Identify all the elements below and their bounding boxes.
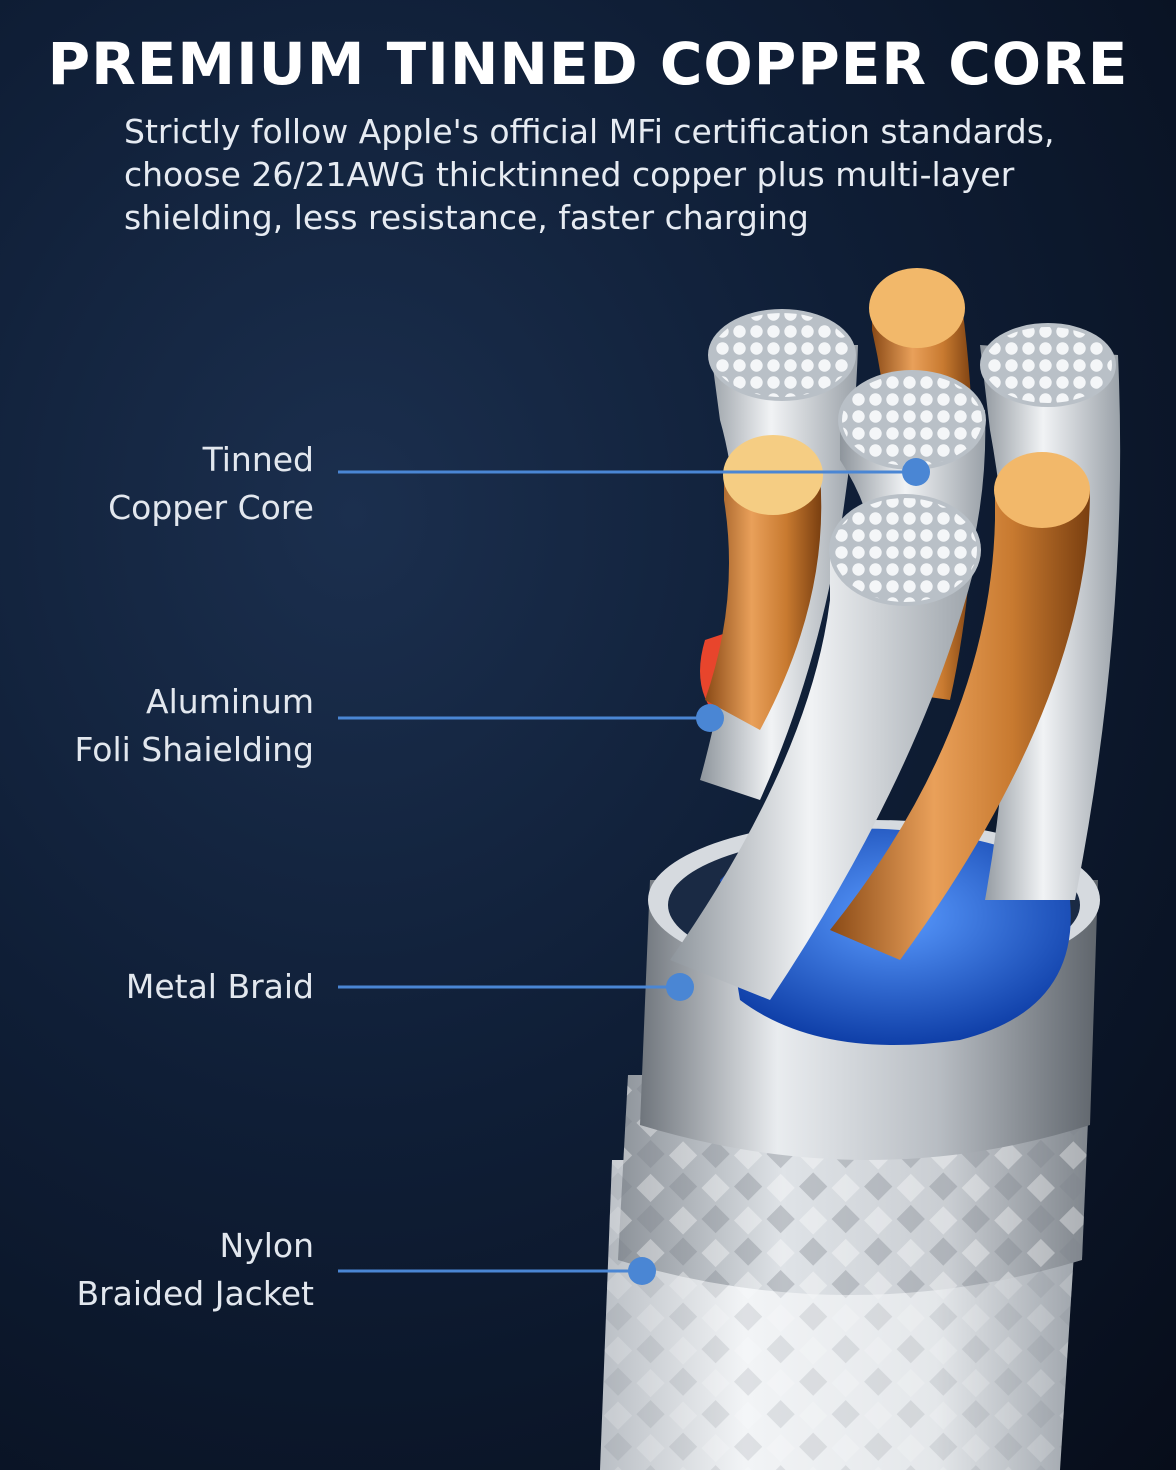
copper-wire-left [705,435,823,730]
label-aluminum-foil-shielding: Aluminum Foli Shaielding [74,678,314,774]
label-line: Metal Braid [125,967,314,1006]
label-metal-braid: Metal Braid [126,963,314,1011]
tinned-bundle-front [670,494,981,1000]
callout-aluminum-foil [338,704,724,732]
copper-wire-right [830,452,1090,960]
label-line: Braided Jacket [76,1274,314,1313]
label-tinned-copper-core: Tinned Copper Core [108,436,314,532]
subtitle-line: Strictly follow Apple's official MFi cer… [124,112,1055,151]
label-nylon-braided-jacket: Nylon Braided Jacket [76,1222,314,1318]
label-line: Aluminum [146,682,314,721]
label-line: Foli Shaielding [74,730,314,769]
subtitle: Strictly follow Apple's official MFi cer… [124,110,1124,239]
label-line: Tinned [202,440,314,479]
page-title: PREMIUM TINNED COPPER CORE [47,30,1129,98]
callout-tinned-copper [338,458,930,486]
callout-nylon-jacket [338,1257,656,1285]
label-line: Nylon [219,1226,315,1265]
label-line: Copper Core [108,488,314,527]
subtitle-line: shielding, less resistance, faster charg… [124,198,809,237]
callout-metal-braid [338,973,694,1001]
subtitle-line: choose 26/21AWG thicktinned copper plus … [124,155,1015,194]
